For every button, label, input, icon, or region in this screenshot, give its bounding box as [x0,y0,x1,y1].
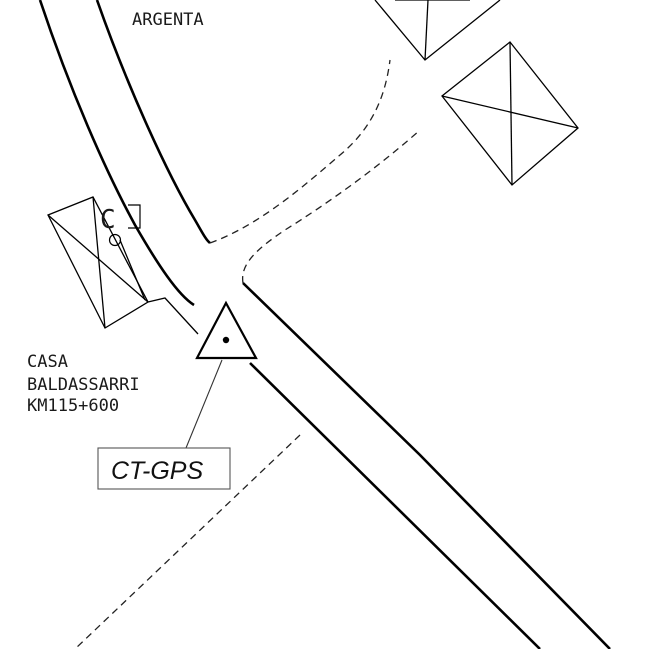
road-edge-left-upper [38,0,195,307]
survey-dot [222,336,230,344]
survey-marker-triangle [195,300,258,360]
dashed-curve-upper [209,59,391,244]
road-edge-right-lower [242,282,611,649]
small-circle [108,233,122,247]
partial-letter: C [100,205,116,235]
place-label-baldassarri: BALDASSARRI [27,375,140,395]
survey-point-label-box: CT-GPS [97,447,231,490]
road-edge-right-upper [95,0,211,245]
partial-box [128,204,141,229]
place-label-argenta: ARGENTA [132,10,204,30]
dashed-curve-lower [242,129,421,284]
building-left [47,196,199,335]
leader-line [185,359,223,449]
building-top [374,0,501,61]
small-marker [108,204,141,247]
road-edge-left-lower [249,362,541,649]
place-label-km: KM115+600 [27,396,119,416]
dashed-diagonal [74,434,301,649]
road-edges [38,0,611,649]
building-right [441,41,579,186]
place-label-casa: CASA [27,352,68,372]
survey-point-label: CT-GPS [111,457,203,485]
dashed-lines [74,59,421,649]
